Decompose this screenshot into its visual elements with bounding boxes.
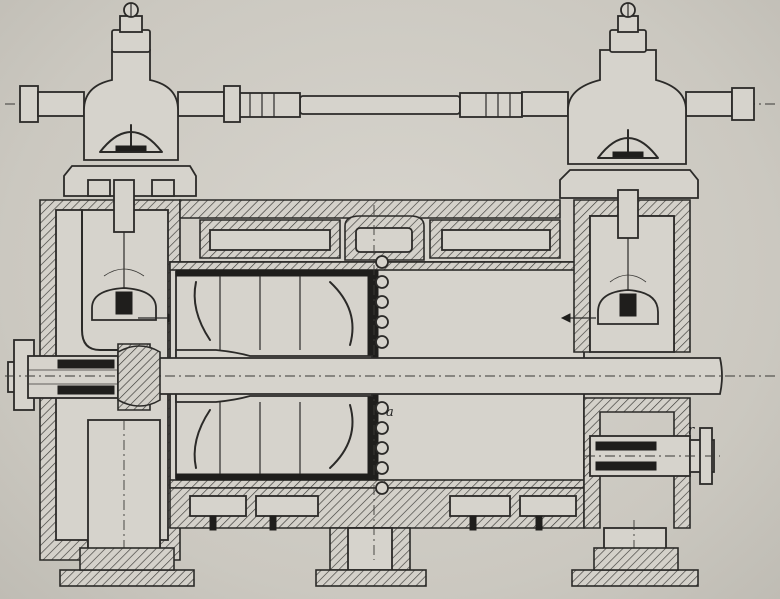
- top-connecting-rod: [5, 92, 775, 118]
- left-valve-head: [19, 2, 241, 197]
- label-part-a: a: [386, 405, 394, 420]
- right-valve-chest: [560, 189, 720, 587]
- piston-rod: [5, 345, 775, 407]
- right-valve-head: [521, 2, 755, 199]
- label-part-r: r: [688, 423, 695, 438]
